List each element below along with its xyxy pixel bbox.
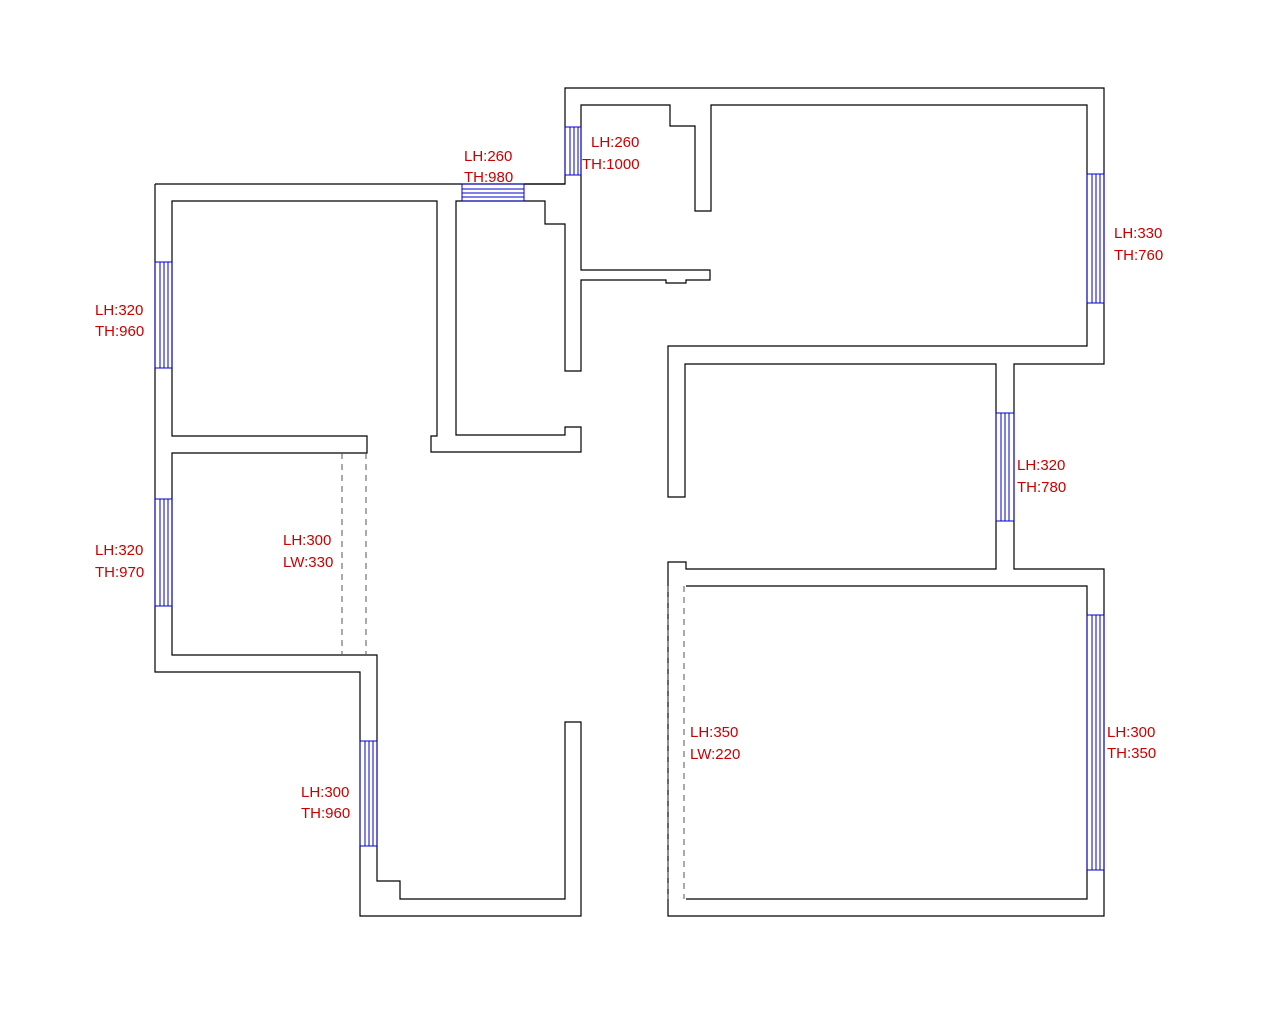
window-bottom-left xyxy=(359,740,378,847)
label-window-bottom-left-lh: LH:300 xyxy=(301,784,349,801)
dimension-labels: LH:260 TH:980 LH:260 TH:1000 LH:320 TH:9… xyxy=(95,134,1163,822)
window-right-upper xyxy=(1086,173,1105,304)
label-opening-right-lw: LW:220 xyxy=(690,746,740,763)
label-window-right-lower-lh: LH:300 xyxy=(1107,724,1155,741)
label-opening-left-lh: LH:300 xyxy=(283,532,331,549)
window-left-upper xyxy=(154,261,173,369)
windows xyxy=(154,126,1105,871)
label-window-middle-lh: LH:320 xyxy=(1017,457,1065,474)
window-right-lower xyxy=(1086,614,1105,871)
label-window-left-upper-th: TH:960 xyxy=(95,323,144,340)
window-middle xyxy=(995,412,1015,522)
label-window-top-center-th: TH:1000 xyxy=(582,156,640,173)
window-top-center xyxy=(564,126,582,176)
openings xyxy=(341,453,685,899)
walls xyxy=(154,87,1105,917)
label-window-top-left-th: TH:980 xyxy=(464,169,513,186)
label-window-left-lower-lh: LH:320 xyxy=(95,542,143,559)
label-window-bottom-left-th: TH:960 xyxy=(301,805,350,822)
window-left-lower xyxy=(154,498,173,607)
wall-outer-upper-left xyxy=(154,87,1105,917)
label-window-right-lower-th: TH:350 xyxy=(1107,745,1156,762)
label-window-top-left-lh: LH:260 xyxy=(464,148,512,165)
label-window-left-lower-th: TH:970 xyxy=(95,564,144,581)
label-window-top-center-lh: LH:260 xyxy=(591,134,639,151)
label-window-right-upper-lh: LH:330 xyxy=(1114,225,1162,242)
label-window-right-upper-th: TH:760 xyxy=(1114,247,1163,264)
label-opening-right-lh: LH:350 xyxy=(690,724,738,741)
window-top-left xyxy=(461,183,525,202)
label-window-left-upper-lh: LH:320 xyxy=(95,302,143,319)
wall-inner-right-lower xyxy=(686,585,1088,900)
label-opening-left-lw: LW:330 xyxy=(283,554,333,571)
label-window-middle-th: TH:780 xyxy=(1017,479,1066,496)
